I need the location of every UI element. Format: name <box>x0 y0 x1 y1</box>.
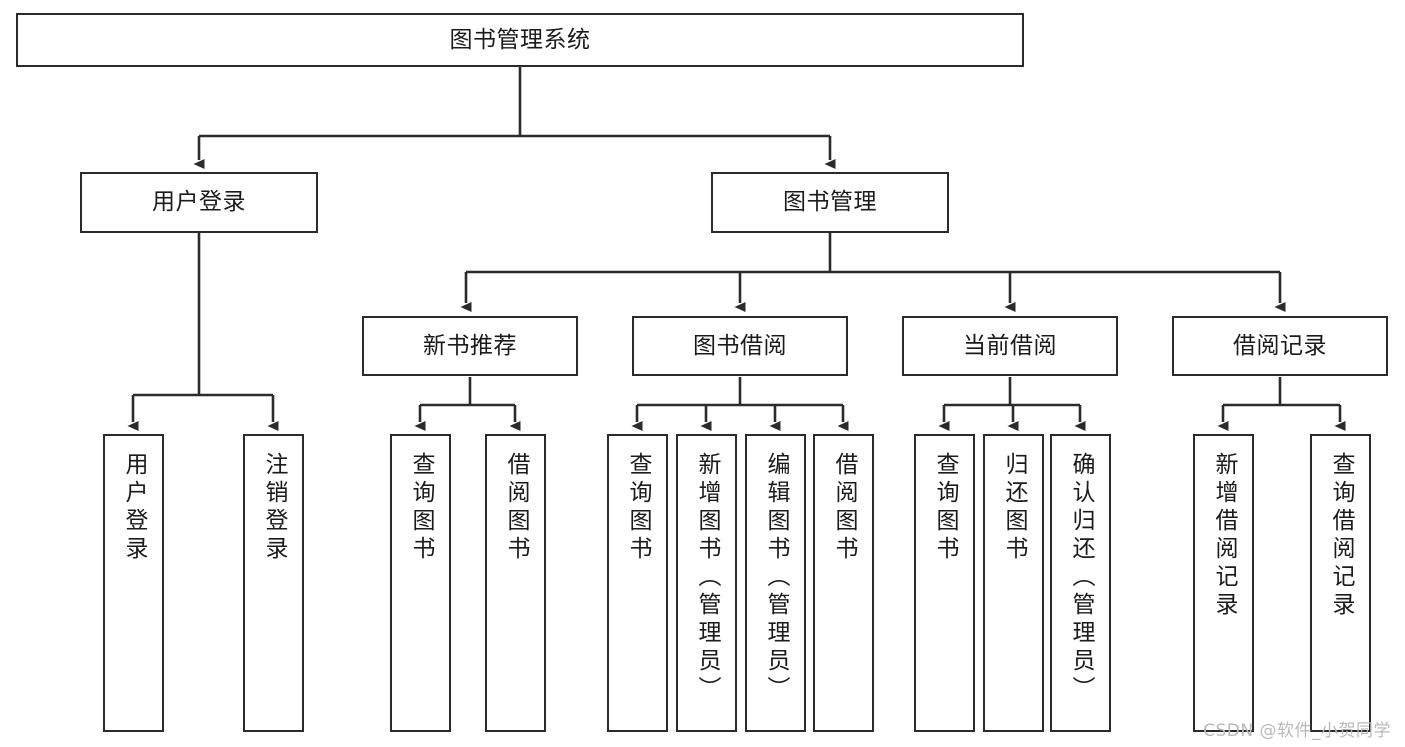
node-label: 注销登录 <box>261 452 287 564</box>
node-label: 借阅图书 <box>503 452 529 564</box>
leaf-logout[interactable]: 注销登录 <box>243 434 304 732</box>
node-label: 用户登录 <box>152 189 246 216</box>
node-label: 借阅记录 <box>1233 332 1327 359</box>
node-borrow-record[interactable]: 借阅记录 <box>1172 316 1388 376</box>
leaf-add-book-admin[interactable]: 新增图书（管理员） <box>676 434 737 732</box>
node-label: 图书借阅 <box>693 332 787 359</box>
leaf-borrow-book-recommend[interactable]: 借阅图书 <box>485 434 546 732</box>
leaf-edit-book-admin[interactable]: 编辑图书（管理员） <box>745 434 806 732</box>
node-label: 编辑图书（管理员） <box>763 452 789 704</box>
node-label: 借阅图书 <box>831 452 857 564</box>
node-root-book-management-system[interactable]: 图书管理系统 <box>16 13 1024 67</box>
node-label: 新增图书（管理员） <box>694 452 720 704</box>
leaf-add-borrow-record[interactable]: 新增借阅记录 <box>1193 434 1254 732</box>
node-label: 查询借阅记录 <box>1328 452 1354 620</box>
node-new-book-recommend[interactable]: 新书推荐 <box>362 316 578 376</box>
node-label: 用户登录 <box>121 452 147 564</box>
leaf-query-book-borrow[interactable]: 查询图书 <box>607 434 668 732</box>
leaf-borrow-book[interactable]: 借阅图书 <box>813 434 874 732</box>
node-label: 确认归还（管理员） <box>1068 452 1094 704</box>
node-book-management[interactable]: 图书管理 <box>711 172 949 233</box>
node-label: 查询图书 <box>408 452 434 564</box>
node-label: 图书管理系统 <box>449 26 591 53</box>
node-label: 查询图书 <box>932 452 958 564</box>
leaf-return-book[interactable]: 归还图书 <box>983 434 1044 732</box>
leaf-query-book-current[interactable]: 查询图书 <box>914 434 975 732</box>
node-current-borrow[interactable]: 当前借阅 <box>902 316 1118 376</box>
node-label: 归还图书 <box>1001 452 1027 564</box>
node-label: 新书推荐 <box>423 332 517 359</box>
leaf-query-borrow-record[interactable]: 查询借阅记录 <box>1310 434 1371 732</box>
leaf-query-book-recommend[interactable]: 查询图书 <box>390 434 451 732</box>
node-label: 查询图书 <box>625 452 651 564</box>
leaf-confirm-return-admin[interactable]: 确认归还（管理员） <box>1050 434 1111 732</box>
watermark: CSDN @软件_小贺同学 <box>1203 721 1391 741</box>
node-label: 图书管理 <box>783 189 877 216</box>
node-label: 当前借阅 <box>963 332 1057 359</box>
leaf-user-login[interactable]: 用户登录 <box>103 434 164 732</box>
node-user-login[interactable]: 用户登录 <box>80 172 318 233</box>
node-book-borrow[interactable]: 图书借阅 <box>632 316 848 376</box>
node-label: 新增借阅记录 <box>1211 452 1237 620</box>
